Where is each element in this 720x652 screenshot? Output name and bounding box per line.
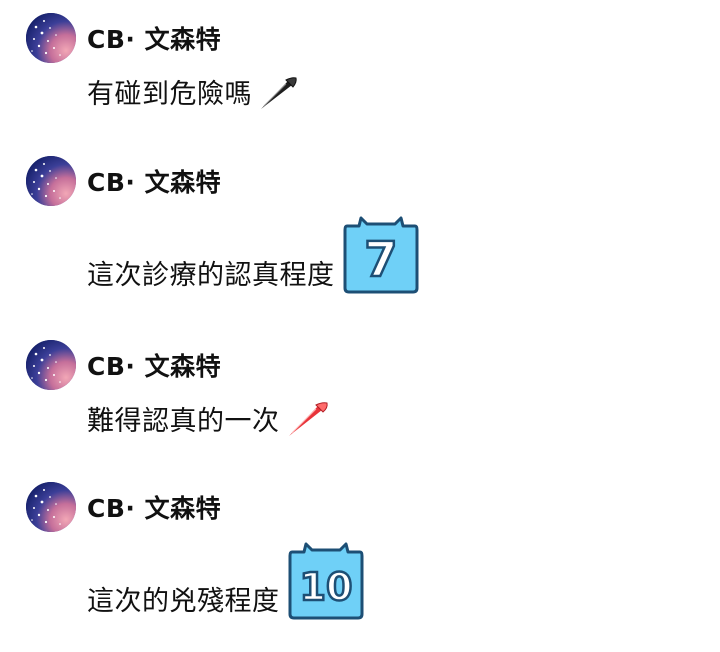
- keycap-icon: 7: [341, 214, 421, 296]
- sender-name[interactable]: CB· 文森特: [87, 168, 222, 197]
- message-body: 這次的兇殘程度 10: [87, 540, 366, 622]
- keycap-number: 7: [364, 232, 397, 288]
- avatar[interactable]: [26, 482, 76, 532]
- message-text: 這次的兇殘程度: [87, 586, 280, 617]
- black-horn-icon: [258, 75, 300, 111]
- keycap-number: 10: [299, 565, 352, 609]
- message-body: 這次診療的認真程度 7: [87, 214, 421, 296]
- avatar[interactable]: [26, 340, 76, 390]
- sender-name[interactable]: CB· 文森特: [87, 494, 222, 523]
- avatar[interactable]: [26, 156, 76, 206]
- sender-name[interactable]: CB· 文森特: [87, 352, 222, 381]
- red-horn-icon: [286, 400, 330, 438]
- message-body: 難得認真的一次: [87, 400, 330, 438]
- message-text: 難得認真的一次: [87, 406, 280, 437]
- message-text: 這次診療的認真程度: [87, 260, 335, 291]
- message-text: 有碰到危險嗎: [87, 79, 252, 110]
- keycap-icon: 10: [286, 540, 366, 622]
- sender-name[interactable]: CB· 文森特: [87, 25, 222, 54]
- message-body: 有碰到危險嗎: [87, 75, 300, 111]
- avatar[interactable]: [26, 13, 76, 63]
